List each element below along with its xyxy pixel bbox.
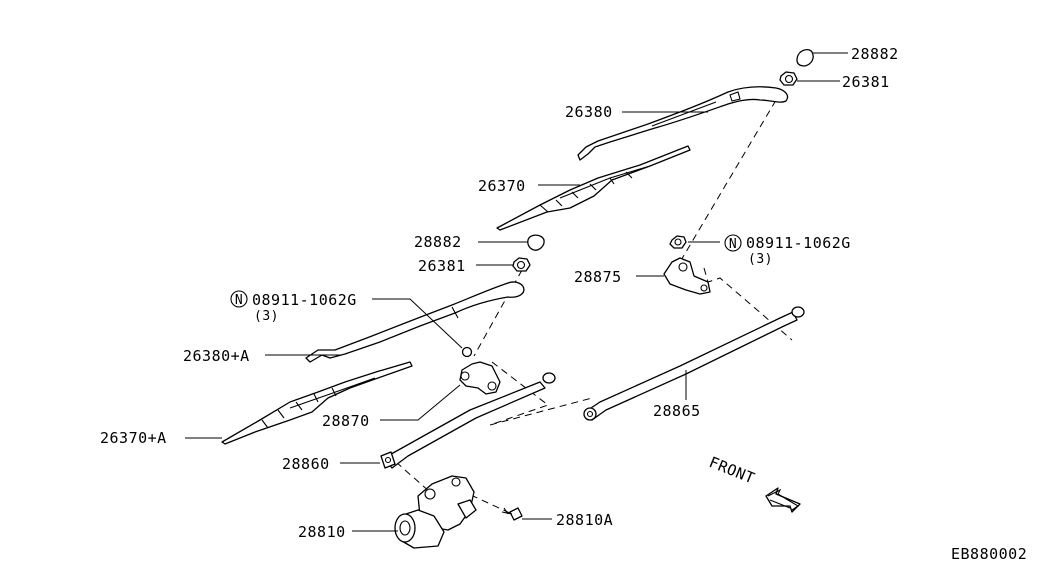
bolt xyxy=(501,507,552,521)
label-nut-lh: 26381 xyxy=(418,257,466,275)
cap-lh xyxy=(478,234,545,251)
label-cap-top: 28882 xyxy=(851,45,899,63)
wiper-arm-rh xyxy=(577,86,789,161)
label-link-rh: 28865 xyxy=(653,402,701,420)
label-pivot-lh: 28870 xyxy=(322,412,370,430)
link-lh xyxy=(340,372,556,469)
label-blade-lh: 26370+A xyxy=(100,429,167,447)
svg-text:N: N xyxy=(729,237,737,252)
label-cap-lh: 28882 xyxy=(414,233,462,251)
nut-lh xyxy=(476,257,531,272)
label-nut-qty-rh: (3) xyxy=(748,252,773,267)
wiper-arm-lh xyxy=(265,281,525,363)
svg-text:N: N xyxy=(235,293,243,308)
pivot-rh xyxy=(636,257,711,295)
label-arm-lh: 26380+A xyxy=(183,347,250,365)
label-motor: 28810 xyxy=(298,523,346,541)
dashed-connection-lines xyxy=(395,89,793,515)
label-bolt: 28810A xyxy=(556,511,613,529)
label-link-lh: 28860 xyxy=(282,455,330,473)
wiper-blade-rh xyxy=(496,145,691,231)
wiper-motor xyxy=(352,475,477,549)
label-nut-code-rh: 08911-1062G xyxy=(746,234,851,252)
label-nut-qty-lh: (3) xyxy=(254,309,279,324)
wiper-blade-lh xyxy=(185,361,413,445)
label-nut-top: 26381 xyxy=(842,73,890,91)
label-nut-code-lh: 08911-1062G xyxy=(252,291,357,309)
pivot-lh xyxy=(380,346,501,421)
leader-nut-lh xyxy=(372,298,463,349)
n-symbol-rh: N xyxy=(724,234,742,252)
nut-rh xyxy=(669,235,720,249)
label-blade-rh: 26370 xyxy=(478,177,526,195)
link-rh xyxy=(583,306,805,421)
diagram-code: EB880002 xyxy=(951,545,1027,563)
cap-top xyxy=(796,49,848,67)
nut-top xyxy=(779,71,840,86)
label-pivot-rh: 28875 xyxy=(574,268,622,286)
n-symbol-lh: N xyxy=(230,290,248,308)
label-front: FRONT xyxy=(707,453,758,488)
front-arrow-icon xyxy=(765,487,801,513)
label-arm-rh: 26380 xyxy=(565,103,613,121)
